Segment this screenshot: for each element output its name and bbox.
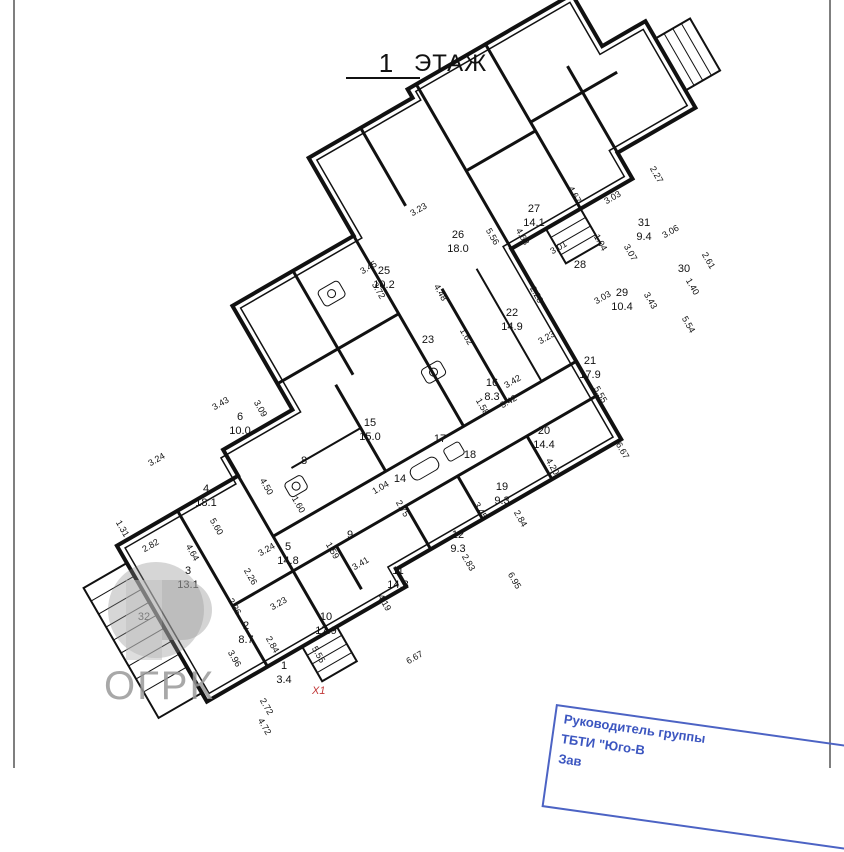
- room-18-number: 18: [464, 449, 476, 461]
- room-4-area: 18.1: [195, 497, 216, 509]
- floor-plan-drawing: 1 3.4 2 8.7 3 13.1 4 18.1 5 14.8 6 10.0 …: [13, 0, 831, 768]
- room-10-area: 17.9: [315, 625, 336, 637]
- watermark-logo: [108, 562, 212, 660]
- room-16-number: 16: [486, 377, 498, 389]
- dimension-label: 6.67: [614, 440, 631, 460]
- room-6-number: 6: [237, 411, 243, 423]
- dimension-label: 3.23: [536, 329, 556, 346]
- room-labels: 1 3.4 2 8.7 3 13.1 4 18.1 5 14.8 6 10.0 …: [138, 203, 690, 686]
- room-5-number: 5: [285, 541, 291, 553]
- dimension-label: 4.50: [258, 476, 275, 496]
- room-26-area: 18.0: [447, 243, 468, 255]
- dimension-label: 2.84: [264, 634, 281, 654]
- dimension-label: 2.83: [460, 552, 477, 572]
- room-2-area: 8.7: [238, 634, 253, 646]
- room-31-number: 31: [638, 217, 650, 229]
- room-28-number: 28: [574, 259, 586, 271]
- room-1-area: 3.4: [276, 674, 291, 686]
- dimension-label: 1.40: [684, 276, 701, 296]
- dimension-label: 3.23: [408, 201, 428, 218]
- room-19-area: 9.3: [494, 495, 509, 507]
- room-5-area: 14.8: [277, 555, 298, 567]
- dimension-label: 5.55: [310, 644, 327, 664]
- dimension-label: 3.41: [350, 555, 370, 572]
- room-31-area: 9.4: [636, 231, 651, 243]
- stamp-line-3: Зав: [557, 750, 583, 770]
- floor-title: 1 ЭТАЖ: [340, 44, 560, 84]
- watermark-text: ОГРК: [104, 664, 215, 708]
- dimension-label: 1.04: [370, 479, 390, 496]
- dimension-label: 2.82: [140, 537, 160, 554]
- room-3-area: 13.1: [177, 579, 198, 591]
- dimension-label: 3.07: [622, 242, 639, 262]
- room-22-area: 14.9: [501, 321, 522, 333]
- room-23-number: 23: [422, 334, 434, 346]
- dimension-label: 3.24: [146, 451, 166, 468]
- dimension-label: 5.54: [680, 314, 697, 334]
- dimension-label: 3.06: [660, 223, 680, 240]
- dimension-label: 2.72: [258, 696, 275, 716]
- dimension-label: 6.95: [506, 570, 523, 590]
- dimension-label: 3.43: [210, 395, 230, 412]
- dimension-label: 2.27: [648, 164, 665, 184]
- room-20-area: 14.4: [533, 439, 554, 451]
- dimension-label: 3.01: [548, 239, 568, 256]
- room-20-number: 20: [538, 425, 550, 437]
- dimension-label: 3.42: [502, 373, 522, 390]
- room-17-number: 17: [434, 433, 446, 445]
- room-6-area: 10.0: [229, 425, 250, 437]
- dimension-label: 5.60: [208, 516, 225, 536]
- floor-plan-page: 1 3.4 2 8.7 3 13.1 4 18.1 5 14.8 6 10.0 …: [13, 0, 844, 852]
- room-27-number: 27: [528, 203, 540, 215]
- dimension-label: 4.72: [256, 716, 273, 736]
- dimension-label: 3.09: [252, 398, 269, 418]
- dimension-label: 2.61: [700, 250, 717, 270]
- room-10-number: 10: [320, 611, 332, 623]
- room-2-number: 2: [243, 620, 249, 632]
- x1-mark: X1: [311, 685, 325, 697]
- room-21-number: 21: [584, 355, 596, 367]
- room-19-number: 19: [496, 481, 508, 493]
- dimension-label: 1.04: [592, 232, 609, 252]
- room-4-number: 4: [203, 483, 209, 495]
- room-1-number: 1: [281, 660, 287, 672]
- room-16-area: 8.3: [484, 391, 499, 403]
- room-26-number: 26: [452, 229, 464, 241]
- dimension-label: 1.60: [290, 494, 307, 514]
- room-3-number: 3: [185, 565, 191, 577]
- dimension-label: 2.84: [512, 508, 529, 528]
- building-plan: [82, 0, 722, 720]
- room-25-area: 10.2: [373, 279, 394, 291]
- dimension-label: 2.75: [394, 498, 411, 518]
- room-22-number: 22: [506, 307, 518, 319]
- room-8-number: 8: [301, 455, 307, 467]
- room-30-number: 30: [678, 263, 690, 275]
- room-12-number: 12: [452, 529, 464, 541]
- room-29-number: 29: [616, 287, 628, 299]
- floor-label: ЭТАЖ: [414, 50, 488, 77]
- room-11-number: 11: [392, 565, 403, 577]
- floor-number-underline: [346, 77, 420, 79]
- dimension-label: 3.23: [268, 595, 288, 612]
- room-12-area: 9.3: [450, 543, 465, 555]
- dimension-label: 3.03: [592, 289, 612, 306]
- room-9-number: 9: [347, 529, 353, 541]
- room-25-number: 25: [378, 265, 390, 277]
- dimension-label: 3.43: [642, 290, 659, 310]
- building-outline: [114, 0, 699, 705]
- room-15-number: 15: [364, 417, 376, 429]
- room-27-area: 14.1: [523, 217, 544, 229]
- room-29-area: 10.4: [611, 301, 632, 313]
- floor-number: 1: [378, 48, 394, 78]
- dimension-label: 3.03: [602, 189, 622, 206]
- room-14-number: 14: [394, 473, 406, 485]
- room-15-area: 15.0: [359, 431, 380, 443]
- room-11-area: 14.3: [387, 579, 408, 591]
- dimension-label: 6.67: [404, 649, 424, 666]
- dimension-label: 1.31: [114, 518, 131, 538]
- room-21-area: 17.9: [579, 369, 600, 381]
- dimension-label: 3.24: [256, 541, 276, 558]
